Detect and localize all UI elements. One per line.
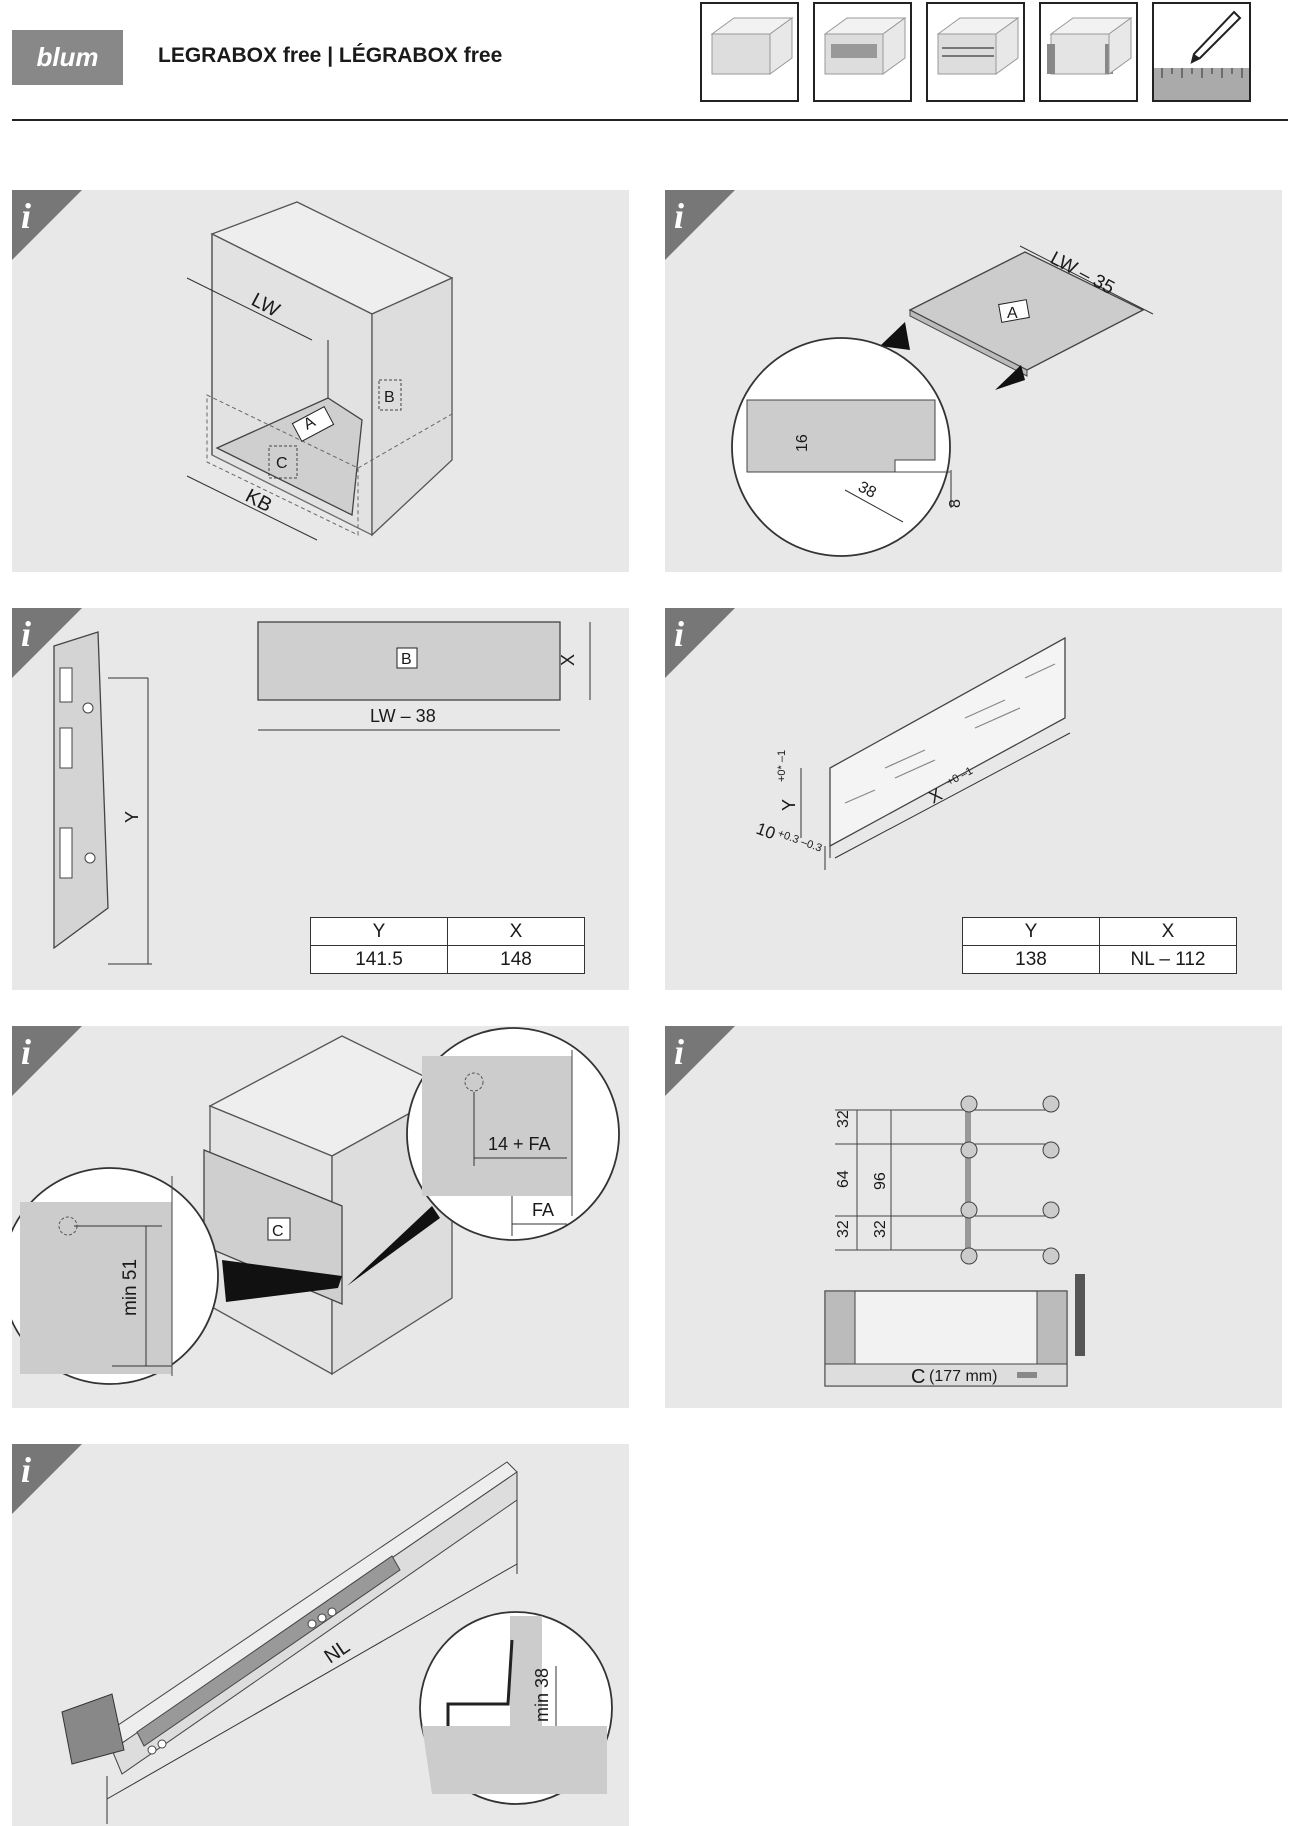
svg-text:LW – 38: LW – 38 bbox=[370, 706, 436, 726]
svg-text:i: i bbox=[21, 1032, 31, 1072]
info-icon: i bbox=[665, 608, 735, 678]
table-header: X bbox=[447, 917, 585, 946]
info-icon: i bbox=[665, 1026, 735, 1096]
svg-text:i: i bbox=[21, 1450, 31, 1490]
info-icon: i bbox=[665, 190, 735, 260]
table-header: X bbox=[1099, 917, 1237, 946]
svg-text:Y: Y bbox=[779, 799, 799, 811]
svg-text:32: 32 bbox=[872, 1220, 889, 1238]
svg-text:32: 32 bbox=[835, 1220, 852, 1238]
front-fixing-diagram: 32 64 32 96 32 C (177 mm) bbox=[824, 1095, 1085, 1388]
svg-text:A: A bbox=[1007, 305, 1018, 322]
svg-text:i: i bbox=[674, 196, 684, 236]
panel-front-fixing: i 32 64 32 96 32 C (177 mm) bbox=[665, 1026, 1282, 1408]
info-icon: i bbox=[12, 1444, 82, 1514]
panel-cabinet-overview: i LW KB A B C bbox=[12, 190, 629, 572]
drawer-railing-icon bbox=[926, 2, 1025, 102]
svg-text:C: C bbox=[911, 1366, 925, 1388]
svg-text:min 51: min 51 bbox=[120, 1259, 141, 1316]
svg-text:min 38: min 38 bbox=[532, 1668, 552, 1722]
svg-text:96: 96 bbox=[872, 1172, 889, 1190]
svg-text:8: 8 bbox=[947, 499, 964, 508]
info-icon: i bbox=[12, 608, 82, 678]
svg-text:i: i bbox=[674, 614, 684, 654]
svg-text:(177 mm): (177 mm) bbox=[929, 1368, 997, 1385]
cabinet-diagram: LW KB A B C bbox=[186, 201, 454, 541]
svg-text:C: C bbox=[276, 455, 288, 472]
panel-front-panel: i min 51 C 14 + FA FA bbox=[12, 1026, 629, 1408]
svg-text:+0.3 –0.3: +0.3 –0.3 bbox=[776, 828, 824, 855]
table-cell: 148 bbox=[447, 945, 585, 974]
glass-side-diagram: Y +0* –1 X +0 –1 10 +0.3 –0.3 bbox=[754, 636, 1071, 870]
table-header: Y bbox=[962, 917, 1100, 946]
panel-runner: i NL min 38 bbox=[12, 1444, 629, 1826]
runner-diagram: NL min 38 bbox=[61, 1461, 613, 1824]
product-thumbnails bbox=[700, 2, 1251, 104]
svg-text:Y: Y bbox=[122, 811, 142, 823]
table-cell: 141.5 bbox=[310, 945, 448, 974]
svg-text:64: 64 bbox=[835, 1170, 852, 1188]
svg-text:i: i bbox=[674, 1032, 684, 1072]
svg-text:B: B bbox=[384, 389, 395, 406]
back-panel-diagram: B LW – 38 X Y bbox=[53, 621, 591, 965]
logo-text: blum bbox=[36, 42, 99, 72]
info-icon: i bbox=[12, 190, 82, 260]
bottom-panel-diagram: LW – 35 A 16 38 8 bbox=[731, 245, 1154, 557]
svg-text:C: C bbox=[272, 1223, 284, 1240]
svg-text:38: 38 bbox=[855, 479, 879, 502]
svg-text:16: 16 bbox=[794, 434, 811, 452]
svg-text:FA: FA bbox=[532, 1200, 554, 1220]
svg-text:X: X bbox=[558, 654, 578, 666]
svg-text:KB: KB bbox=[242, 485, 276, 517]
svg-text:32: 32 bbox=[835, 1110, 852, 1128]
pencil-ruler-icon bbox=[1152, 2, 1251, 102]
page-title: LEGRABOX free | LÉGRABOX free bbox=[158, 44, 503, 67]
table-header: Y bbox=[310, 917, 448, 946]
svg-text:10: 10 bbox=[754, 819, 778, 843]
page-header: blum LEGRABOX free | LÉGRABOX free bbox=[12, 0, 1288, 121]
svg-text:B: B bbox=[401, 651, 412, 668]
svg-text:i: i bbox=[21, 614, 31, 654]
svg-text:i: i bbox=[21, 196, 31, 236]
info-icon: i bbox=[12, 1026, 82, 1096]
table-cell: NL – 112 bbox=[1099, 945, 1237, 974]
table-cell: 138 bbox=[962, 945, 1100, 974]
panel-bottom-detail: i LW – 35 A 16 38 8 bbox=[665, 190, 1282, 572]
svg-text:14 + FA: 14 + FA bbox=[488, 1134, 551, 1154]
svg-text:+0* –1: +0* –1 bbox=[776, 750, 788, 782]
front-panel-diagram: min 51 C 14 + FA FA bbox=[12, 1027, 620, 1385]
svg-text:NL: NL bbox=[320, 1636, 354, 1669]
blum-logo: blum bbox=[12, 30, 123, 85]
svg-text:X: X bbox=[925, 784, 945, 807]
header-divider bbox=[12, 119, 1288, 121]
drawer-inner-icon bbox=[1039, 2, 1138, 102]
drawer-plain-icon bbox=[700, 2, 799, 102]
drawer-gallery-icon bbox=[813, 2, 912, 102]
